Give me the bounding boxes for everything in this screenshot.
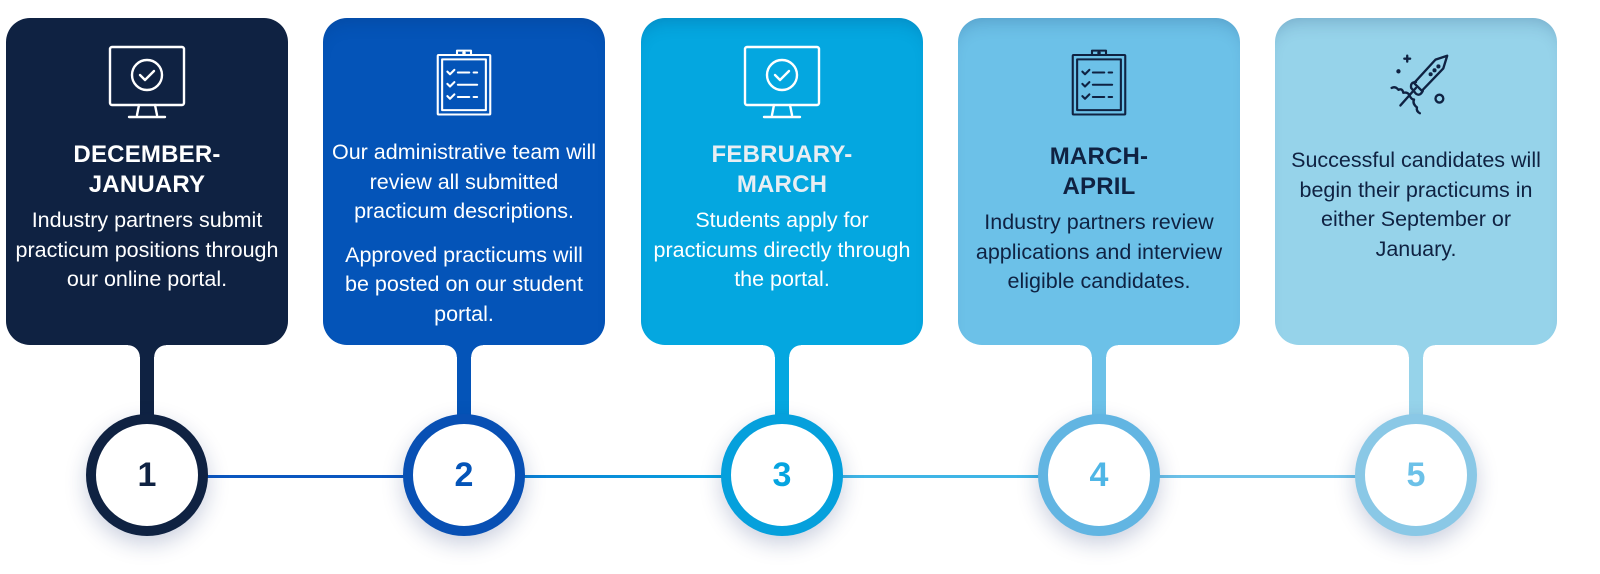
- step-description: Our administrative team will review all …: [331, 140, 597, 223]
- step-stem: [763, 340, 801, 422]
- step-description: Students apply for practicums directly t…: [653, 208, 911, 291]
- step-stem: [128, 340, 166, 422]
- step-card: Our administrative team will review all …: [323, 18, 605, 345]
- step-number: 3: [772, 456, 792, 494]
- monitor-check-icon: [743, 45, 821, 119]
- clipboard-checklist-icon: [436, 49, 492, 116]
- step-title-line: MARCH-: [1049, 143, 1149, 170]
- step-number: 1: [137, 456, 157, 494]
- timeline-step-4: MARCH- APRIL Industry partners review ap…: [958, 0, 1240, 574]
- step-description: Approved practicums will be posted on ou…: [345, 242, 583, 326]
- step-title-line: APRIL: [1062, 173, 1136, 200]
- rocket-icon: [1390, 54, 1449, 115]
- step-title-line: FEBRUARY-: [711, 141, 853, 168]
- step-number-circle: 4: [1038, 414, 1160, 536]
- step-number-circle: 2: [403, 414, 525, 536]
- timeline-step-2: Our administrative team will review all …: [323, 0, 605, 574]
- step-description: Successful candidates will begin their p…: [1291, 148, 1541, 261]
- step-number: 4: [1089, 456, 1109, 494]
- step-title-line: JANUARY: [88, 171, 206, 198]
- clipboard-checklist-icon: [1071, 49, 1127, 116]
- step-card: Successful candidates will begin their p…: [1275, 18, 1557, 345]
- step-card: DECEMBER- JANUARY Industry partners subm…: [6, 18, 288, 345]
- step-description: Industry partners submit practicum posit…: [15, 208, 279, 291]
- step-card: FEBRUARY- MARCH Students apply for pract…: [641, 18, 923, 345]
- timeline-step-5: Successful candidates will begin their p…: [1275, 0, 1557, 574]
- step-title-line: DECEMBER-: [73, 141, 221, 168]
- step-number-circle: 5: [1355, 414, 1477, 536]
- step-card: MARCH- APRIL Industry partners review ap…: [958, 18, 1240, 345]
- connector-line-1-2: [200, 475, 410, 478]
- step-description: Industry partners review applications an…: [975, 210, 1223, 293]
- step-stem: [445, 340, 483, 422]
- connector-line-3-4: [838, 475, 1048, 478]
- step-title-line: MARCH: [736, 171, 828, 198]
- step-number-circle: 3: [721, 414, 843, 536]
- step-title: FEBRUARY- MARCH: [649, 140, 915, 200]
- connector-line-2-3: [518, 475, 730, 478]
- step-stem: [1080, 340, 1118, 422]
- step-stem: [1397, 340, 1435, 422]
- connector-line-4-5: [1155, 475, 1365, 478]
- timeline-step-1: DECEMBER- JANUARY Industry partners subm…: [6, 0, 288, 574]
- timeline-step-3: FEBRUARY- MARCH Students apply for pract…: [641, 0, 923, 574]
- step-title: MARCH- APRIL: [966, 142, 1232, 202]
- step-number-circle: 1: [86, 414, 208, 536]
- step-number: 2: [454, 456, 474, 494]
- monitor-check-icon: [108, 45, 186, 119]
- step-number: 5: [1406, 456, 1426, 494]
- step-title: DECEMBER- JANUARY: [14, 140, 280, 200]
